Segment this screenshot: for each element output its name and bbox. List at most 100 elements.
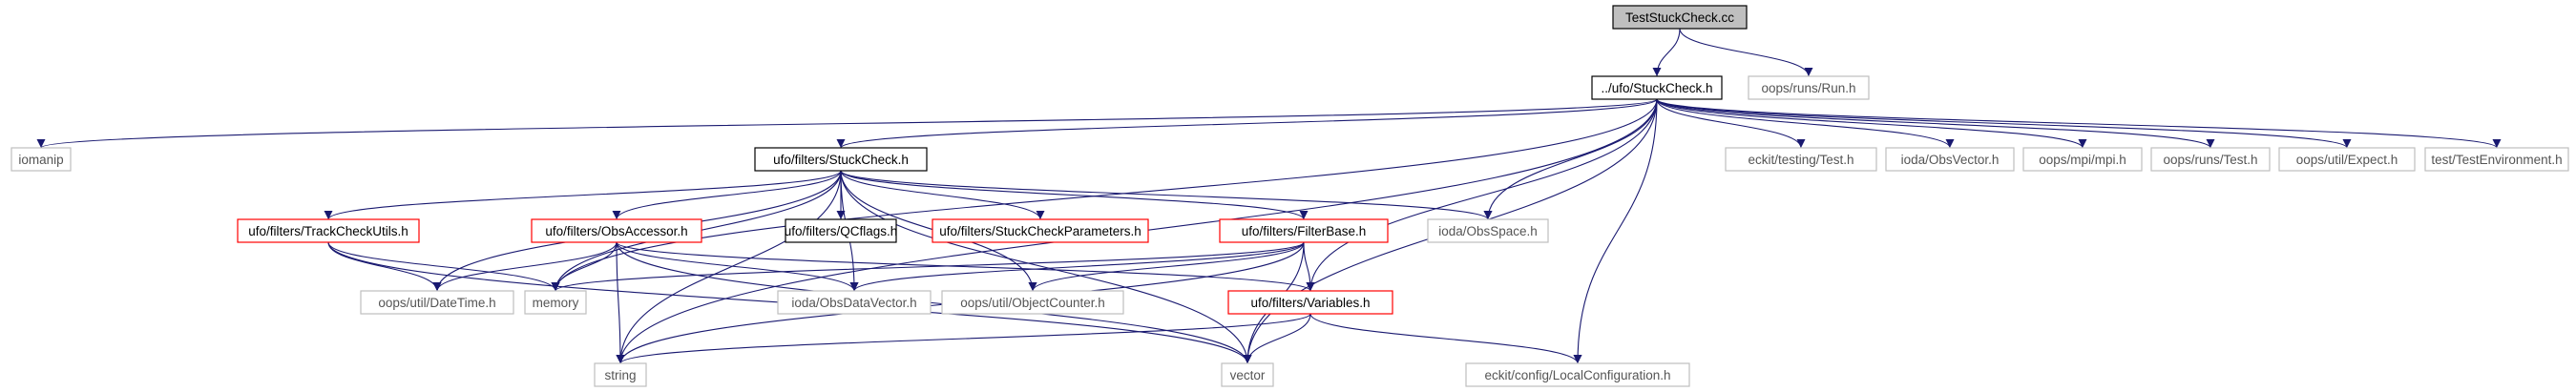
edge-n21-to-n22 (616, 313, 1311, 364)
node-box (237, 218, 420, 243)
node-label: vector (1230, 368, 1266, 382)
node-teststuckcheck-cc[interactable]: TestStuckCheck.cc (1612, 5, 1748, 30)
node-eckit-config-localconfiguration-h: eckit/config/LocalConfiguration.h (1465, 362, 1690, 387)
node-ufo-filters-obsaccessor-h[interactable]: ufo/filters/ObsAccessor.h (531, 218, 702, 243)
node-ufo-filters-stuckcheck-h[interactable]: ufo/filters/StuckCheck.h (754, 147, 928, 172)
node-label: ioda/ObsDataVector.h (791, 296, 916, 310)
node-label: eckit/config/LocalConfiguration.h (1484, 368, 1670, 382)
edge-n1-to-n5 (1656, 98, 1806, 149)
node-label: ufo/filters/QCflags.h (785, 224, 898, 238)
node-label: ufo/filters/StuckCheckParameters.h (939, 224, 1141, 238)
node-box (777, 290, 932, 315)
edge-n15-to-n18 (551, 241, 1305, 292)
node-ufo-filters-stuckcheckparameters-h[interactable]: ufo/filters/StuckCheckParameters.h (932, 218, 1149, 243)
node-oops-mpi-mpi-h: oops/mpi/mpi.h (2022, 147, 2143, 172)
node-ufo-filters-qcflags-h[interactable]: ufo/filters/QCflags.h (785, 218, 898, 243)
edge-n12-to-n18 (551, 241, 618, 292)
node-box (932, 218, 1149, 243)
edge-n11-to-n18 (327, 241, 560, 292)
node-box (2150, 147, 2271, 172)
node-box (1612, 5, 1748, 30)
edge-n15-to-n19 (849, 241, 1305, 292)
edge-n1-to-n9 (1656, 98, 2352, 149)
edge-n0-to-n1 (1652, 28, 1681, 77)
edge-n1-to-n8 (1656, 98, 2215, 149)
node-oops-util-datetime-h: oops/util/DateTime.h (360, 290, 514, 315)
edge-n21-to-n23 (1243, 313, 1311, 364)
node-label: test/TestEnvironment.h (2431, 153, 2562, 167)
edge-n1-to-n4 (836, 98, 1658, 149)
node-label: iomanip (18, 153, 63, 167)
node-memory: memory (524, 290, 587, 315)
node-box (1748, 75, 1870, 100)
edge-n1-to-n21 (1306, 98, 1658, 292)
node-box (1221, 362, 1274, 387)
node-box (1885, 147, 2015, 172)
node-ufo-filters-variables-h[interactable]: ufo/filters/Variables.h (1227, 290, 1393, 315)
edge-n12-to-n21 (616, 241, 1315, 292)
node-iomanip: iomanip (10, 147, 72, 172)
node-box (594, 362, 647, 387)
edge-n15-to-n20 (1028, 241, 1305, 292)
edge-n4-to-n22 (616, 170, 842, 364)
node-box (10, 147, 72, 172)
node-ufo-stuckcheck-h[interactable]: ../ufo/StuckCheck.h (1591, 75, 1723, 100)
node-box (1227, 290, 1393, 315)
node-label: ioda/ObsVector.h (1901, 153, 2000, 167)
node-label: ufo/filters/StuckCheck.h (773, 153, 909, 167)
node-box (360, 290, 514, 315)
node-box (754, 147, 928, 172)
node-ioda-obsspace-h: ioda/ObsSpace.h (1427, 218, 1549, 243)
edge-n1-to-n18 (551, 98, 1658, 292)
node-box (1427, 218, 1549, 243)
edge-n1-to-n6 (1656, 98, 1955, 149)
edge-n12-to-n22 (616, 241, 625, 364)
node-string: string (594, 362, 647, 387)
edge-n12-to-n23 (616, 241, 1252, 364)
node-oops-util-expect-h: oops/util/Expect.h (2278, 147, 2416, 172)
node-box (1219, 218, 1389, 243)
node-label: ufo/filters/Variables.h (1250, 296, 1370, 310)
node-ufo-filters-filterbase-h[interactable]: ufo/filters/FilterBase.h (1219, 218, 1389, 243)
node-label: ufo/filters/TrackCheckUtils.h (248, 224, 408, 238)
node-box (2278, 147, 2416, 172)
edge-n1-to-n24 (1573, 98, 1658, 364)
edge-n4-to-n23 (840, 170, 1252, 364)
node-box (2424, 147, 2569, 172)
node-label: ioda/ObsSpace.h (1438, 224, 1538, 238)
edge-n12-to-n17 (432, 241, 618, 292)
node-box (2022, 147, 2143, 172)
node-label: eckit/testing/Test.h (1748, 153, 1853, 167)
node-label: oops/runs/Test.h (2163, 153, 2257, 167)
edge-n4-to-n14 (840, 170, 1045, 220)
node-ioda-obsvector-h: ioda/ObsVector.h (1885, 147, 2015, 172)
node-box (785, 218, 897, 243)
node-label: ufo/filters/ObsAccessor.h (545, 224, 687, 238)
node-label: TestStuckCheck.cc (1625, 10, 1734, 25)
edge-n15-to-n21 (1303, 241, 1315, 292)
edge-n11-to-n17 (327, 241, 442, 292)
node-label: oops/util/ObjectCounter.h (960, 296, 1105, 310)
node-oops-runs-test-h: oops/runs/Test.h (2150, 147, 2271, 172)
node-label: oops/runs/Run.h (1761, 81, 1855, 95)
node-box (524, 290, 587, 315)
edge-n12-to-n19 (616, 241, 859, 292)
edge-n4-to-n11 (324, 170, 842, 220)
node-vector: vector (1221, 362, 1274, 387)
edge-n21-to-n24 (1309, 313, 1582, 364)
node-label: ../ufo/StuckCheck.h (1601, 81, 1712, 95)
edge-n1-to-n16 (1483, 98, 1658, 220)
node-label: string (604, 368, 636, 382)
node-eckit-testing-test-h: eckit/testing/Test.h (1725, 147, 1877, 172)
node-label: memory (533, 296, 579, 310)
node-box (941, 290, 1124, 315)
node-test-testenvironment-h: test/TestEnvironment.h (2424, 147, 2569, 172)
node-ufo-filters-trackcheckutils-h[interactable]: ufo/filters/TrackCheckUtils.h (237, 218, 420, 243)
edge-n1-to-n3 (37, 98, 1658, 149)
edge-n1-to-n10 (1656, 98, 2502, 149)
edge-n0-to-n2 (1679, 28, 1813, 77)
node-layer: TestStuckCheck.cc ../ufo/StuckCheck.h oops… (10, 5, 2569, 387)
node-label: oops/util/DateTime.h (378, 296, 495, 310)
node-box (1725, 147, 1877, 172)
